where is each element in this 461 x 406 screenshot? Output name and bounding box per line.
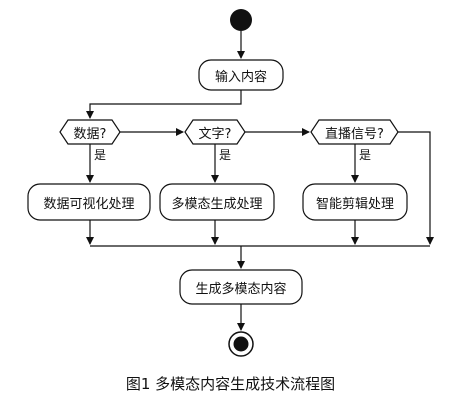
process1-label: 数据可视化处理 — [43, 196, 135, 212]
edge-decision3-no — [398, 131, 434, 245]
input-node-label: 输入内容 — [214, 69, 267, 85]
edge-input-decision1 — [86, 90, 242, 119]
decision3-yes-label: 是 — [359, 148, 372, 162]
process2-label: 多模态生成处理 — [171, 196, 263, 212]
start-node — [230, 9, 252, 31]
decision2-yes-label: 是 — [219, 148, 232, 162]
decision2-label: 文字? — [198, 126, 232, 142]
output-node-label: 生成多模态内容 — [195, 281, 287, 297]
process3-label: 智能剪辑处理 — [315, 196, 394, 212]
figure-caption: 图1 多模态内容生成技术流程图 — [125, 375, 336, 393]
end-node-inner — [233, 336, 249, 352]
process1-box — [27, 183, 151, 221]
decision1-label: 数据? — [73, 126, 107, 142]
process2-box — [159, 183, 275, 221]
decision3-label: 直播信号? — [325, 126, 384, 142]
decision1-yes-label: 是 — [94, 148, 107, 162]
